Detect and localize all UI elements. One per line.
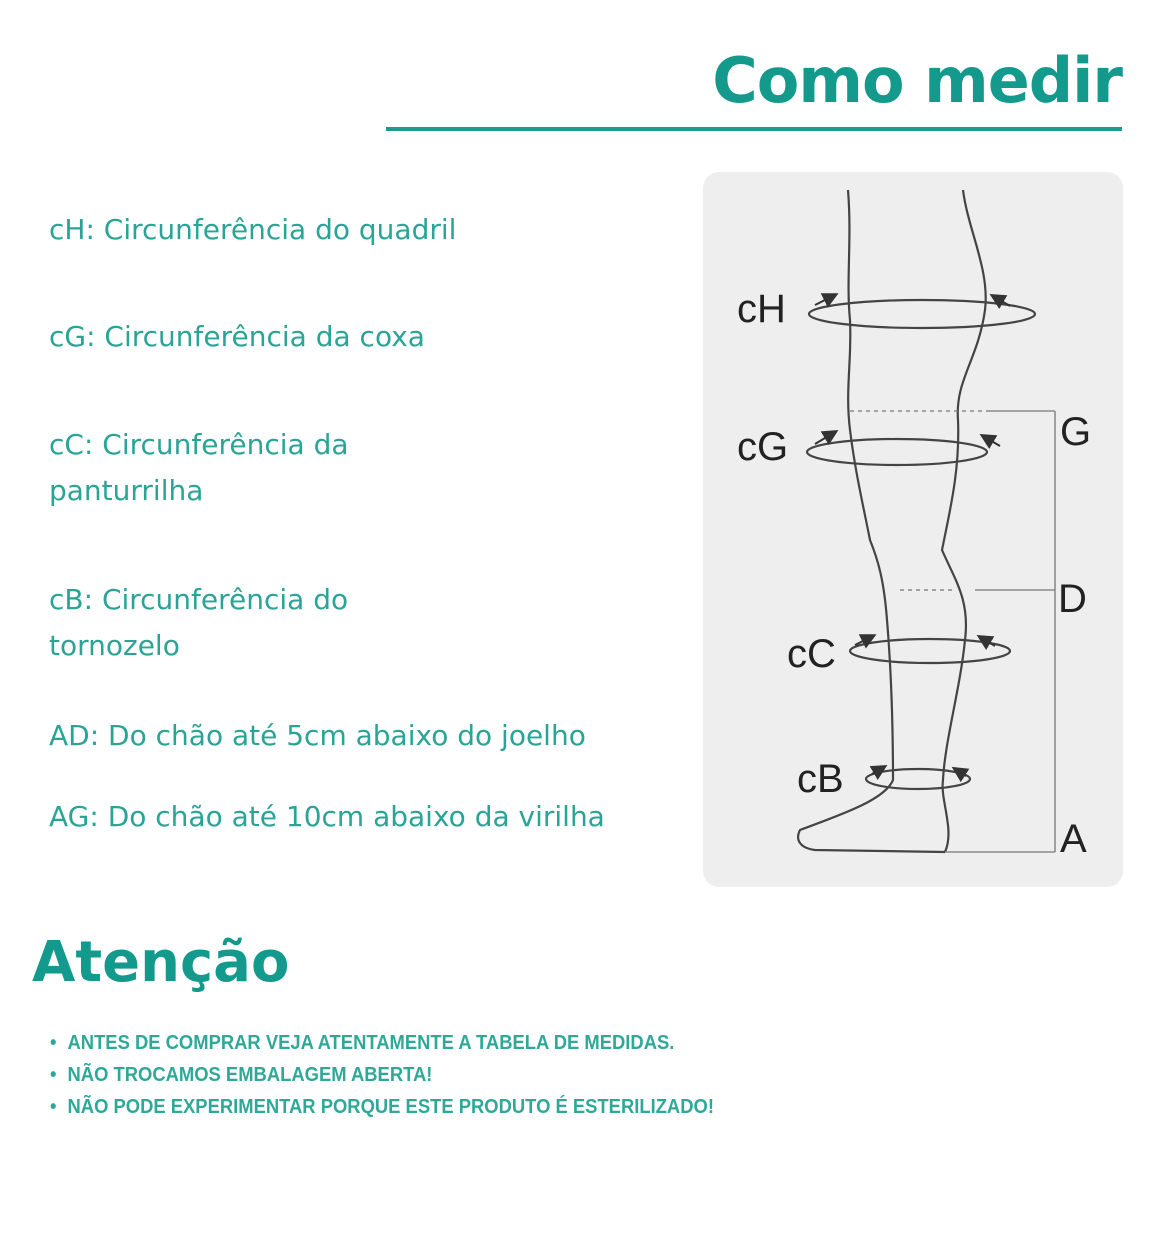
leg-outline-left — [797, 189, 946, 854]
leg-outline-right — [940, 189, 987, 853]
attention-item: NÃO PODE EXPERIMENTAR PORQUE ESTE PRODUT… — [50, 1094, 714, 1126]
label-d: D — [1058, 577, 1087, 621]
label-g: G — [1060, 410, 1091, 454]
measure-ch: cH: Circunferência do quadril — [49, 213, 457, 246]
cc-circle — [848, 637, 1012, 665]
label-ch: cH — [737, 287, 786, 331]
ch-circle — [807, 298, 1037, 330]
cb-circle — [864, 767, 972, 791]
label-cg: cG — [737, 425, 788, 469]
measure-cb: cB: Circunferência do tornozelo — [49, 583, 349, 662]
leg-diagram-panel: cH cG cC cB G D A — [703, 172, 1123, 887]
label-cb: cB — [797, 757, 844, 801]
measure-ad: AD: Do chão até 5cm abaixo do joelho — [49, 719, 586, 752]
measure-cc: cC: Circunferência da panturrilha — [49, 428, 349, 507]
cg-circle — [805, 437, 989, 467]
arrow-icons — [814, 293, 1011, 783]
page-title: Como medir — [712, 44, 1123, 117]
measure-ag: AG: Do chão até 10cm abaixo da virilha — [49, 800, 605, 833]
measure-cg: cG: Circunferência da coxa — [49, 320, 425, 353]
attention-title: Atenção — [32, 930, 290, 995]
height-bracket — [850, 410, 1056, 853]
title-divider — [386, 127, 1122, 131]
leg-diagram: cH cG cC cB G D A — [737, 189, 1091, 861]
attention-item: ANTES DE COMPRAR VEJA ATENTAMENTE A TABE… — [50, 1030, 714, 1062]
label-a: A — [1060, 817, 1087, 861]
attention-item: NÃO TROCAMOS EMBALAGEM ABERTA! — [50, 1062, 714, 1094]
label-cc: cC — [787, 632, 836, 676]
attention-list: ANTES DE COMPRAR VEJA ATENTAMENTE A TABE… — [50, 1030, 772, 1126]
